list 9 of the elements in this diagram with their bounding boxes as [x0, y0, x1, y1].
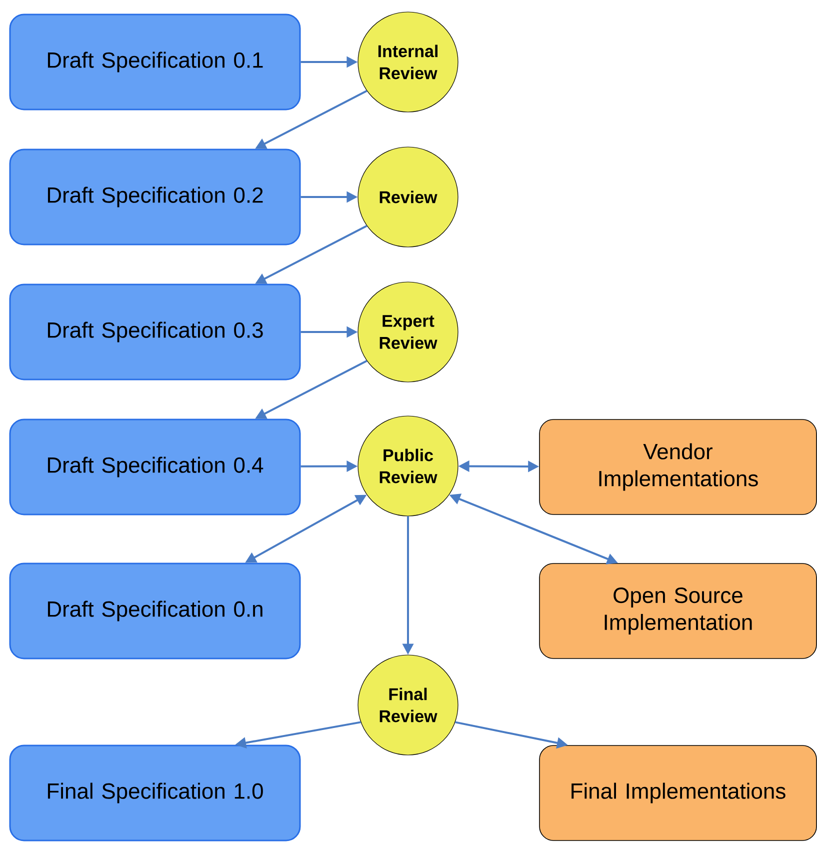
specification-box: Draft Specification 0.3	[9, 284, 301, 380]
specification-box: Draft Specification 0.4	[9, 418, 301, 516]
implementation-box: Open Source Implementation	[539, 563, 817, 659]
specification-box: Final Specification 1.0	[9, 744, 301, 842]
specification-box: Draft Specification 0.n	[9, 562, 301, 660]
implementation-box: Final Implementations	[539, 745, 817, 841]
specification-box: Draft Specification 0.2	[9, 148, 301, 246]
specification-box: Draft Specification 0.1	[9, 14, 301, 110]
implementation-box: Vendor Implementations	[539, 419, 817, 515]
